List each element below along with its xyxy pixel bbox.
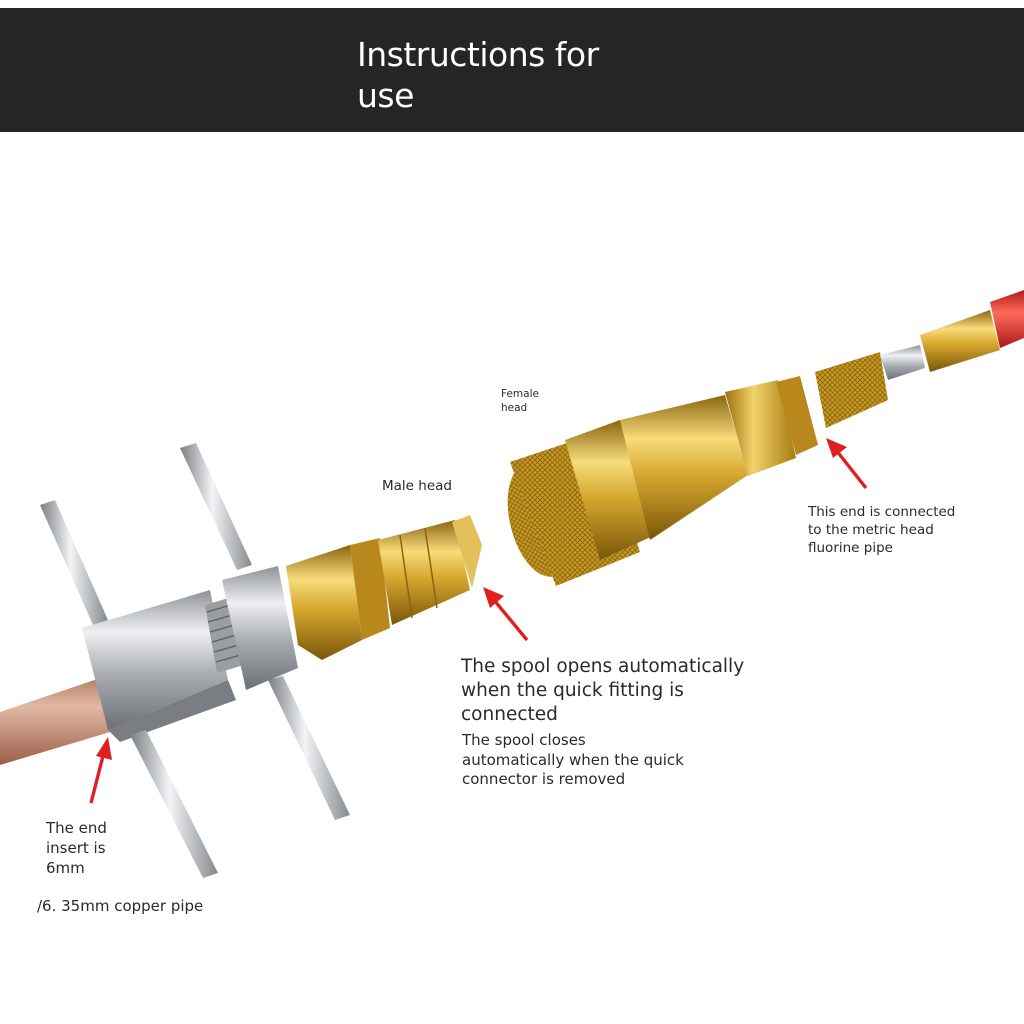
male-head-fitting [286,515,482,660]
copper-pipe-label: /6. 35mm copper pipe [37,896,257,916]
arrow-end-insert-icon [91,737,112,803]
metric-end-label: This end is connected to the metric head… [808,503,970,557]
spool-opens-label: The spool opens automatically when the q… [461,655,761,727]
pipe-valve-tool [40,443,350,878]
arrow-male-head-icon [483,587,527,640]
end-insert-label: The end insert is 6mm [46,818,122,878]
female-head-label: Female head [501,387,549,415]
arrow-metric-end-icon [826,438,866,488]
male-head-label: Male head [382,477,472,495]
spool-closes-label: The spool closes automatically when the … [462,731,692,790]
